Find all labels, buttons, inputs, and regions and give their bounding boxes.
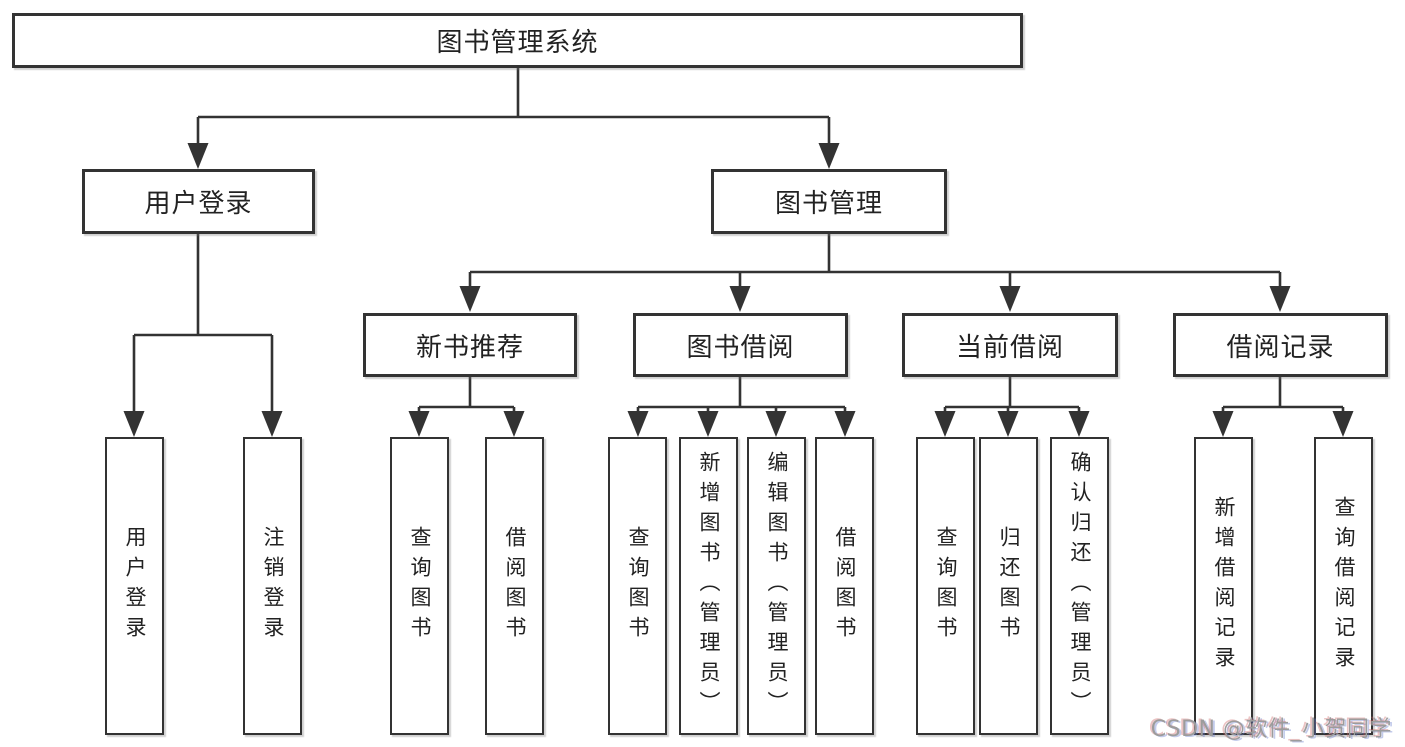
leaf-user-login: 用户登录 bbox=[105, 437, 164, 735]
leaf-query-books: 查询图书 bbox=[390, 437, 449, 735]
node-label: 当前借阅 bbox=[955, 332, 1064, 363]
leaf-label: 确认归还（管理员） bbox=[1068, 451, 1092, 721]
leaf-add-book-admin: 新增图书（管理员） bbox=[679, 437, 738, 735]
node-label: 用户登录 bbox=[144, 189, 253, 219]
leaf-borrow-books: 借阅图书 bbox=[815, 437, 874, 735]
node-library-management-system: 图书管理系统 bbox=[12, 13, 1023, 68]
leaf-label: 查询图书 bbox=[934, 526, 958, 646]
leaf-label: 查询图书 bbox=[408, 526, 432, 646]
leaf-query-borrow-record: 查询借阅记录 bbox=[1314, 437, 1373, 735]
leaf-label: 编辑图书（管理员） bbox=[765, 451, 789, 721]
node-book-management: 图书管理 bbox=[711, 169, 947, 234]
tree-branch-lines bbox=[134, 67, 1343, 409]
node-book-borrowing: 图书借阅 bbox=[633, 313, 848, 377]
node-label: 新书推荐 bbox=[415, 332, 524, 363]
leaf-borrow-books: 借阅图书 bbox=[485, 437, 544, 735]
leaf-label: 查询图书 bbox=[626, 526, 650, 646]
arrowheads bbox=[123, 117, 1354, 437]
leaf-query-books: 查询图书 bbox=[916, 437, 975, 735]
leaf-label: 新增图书（管理员） bbox=[697, 451, 721, 721]
leaf-label: 用户登录 bbox=[123, 526, 147, 646]
node-current-borrowing: 当前借阅 bbox=[902, 313, 1118, 377]
leaf-label: 归还图书 bbox=[997, 526, 1021, 646]
node-label: 图书借阅 bbox=[686, 332, 795, 363]
node-label: 图书管理系统 bbox=[436, 28, 599, 58]
node-new-book-recommendation: 新书推荐 bbox=[363, 313, 577, 377]
leaf-confirm-return-admin: 确认归还（管理员） bbox=[1050, 437, 1109, 735]
leaf-label: 借阅图书 bbox=[833, 526, 857, 646]
node-borrowing-records: 借阅记录 bbox=[1173, 313, 1388, 377]
node-label: 借阅记录 bbox=[1226, 332, 1335, 363]
node-user-login: 用户登录 bbox=[82, 169, 315, 234]
leaf-label: 查询借阅记录 bbox=[1332, 496, 1356, 676]
leaf-edit-book-admin: 编辑图书（管理员） bbox=[747, 437, 806, 735]
node-label: 图书管理 bbox=[774, 189, 883, 219]
leaf-add-borrow-record: 新增借阅记录 bbox=[1194, 437, 1253, 735]
csdn-watermark: CSDN @软件_小贺同学 bbox=[1150, 717, 1392, 742]
leaf-label: 借阅图书 bbox=[503, 526, 527, 646]
leaf-label: 注销登录 bbox=[261, 526, 285, 646]
leaf-label: 新增借阅记录 bbox=[1212, 496, 1236, 676]
leaf-query-books: 查询图书 bbox=[608, 437, 667, 735]
leaf-return-book: 归还图书 bbox=[979, 437, 1038, 735]
leaf-logout: 注销登录 bbox=[243, 437, 302, 735]
